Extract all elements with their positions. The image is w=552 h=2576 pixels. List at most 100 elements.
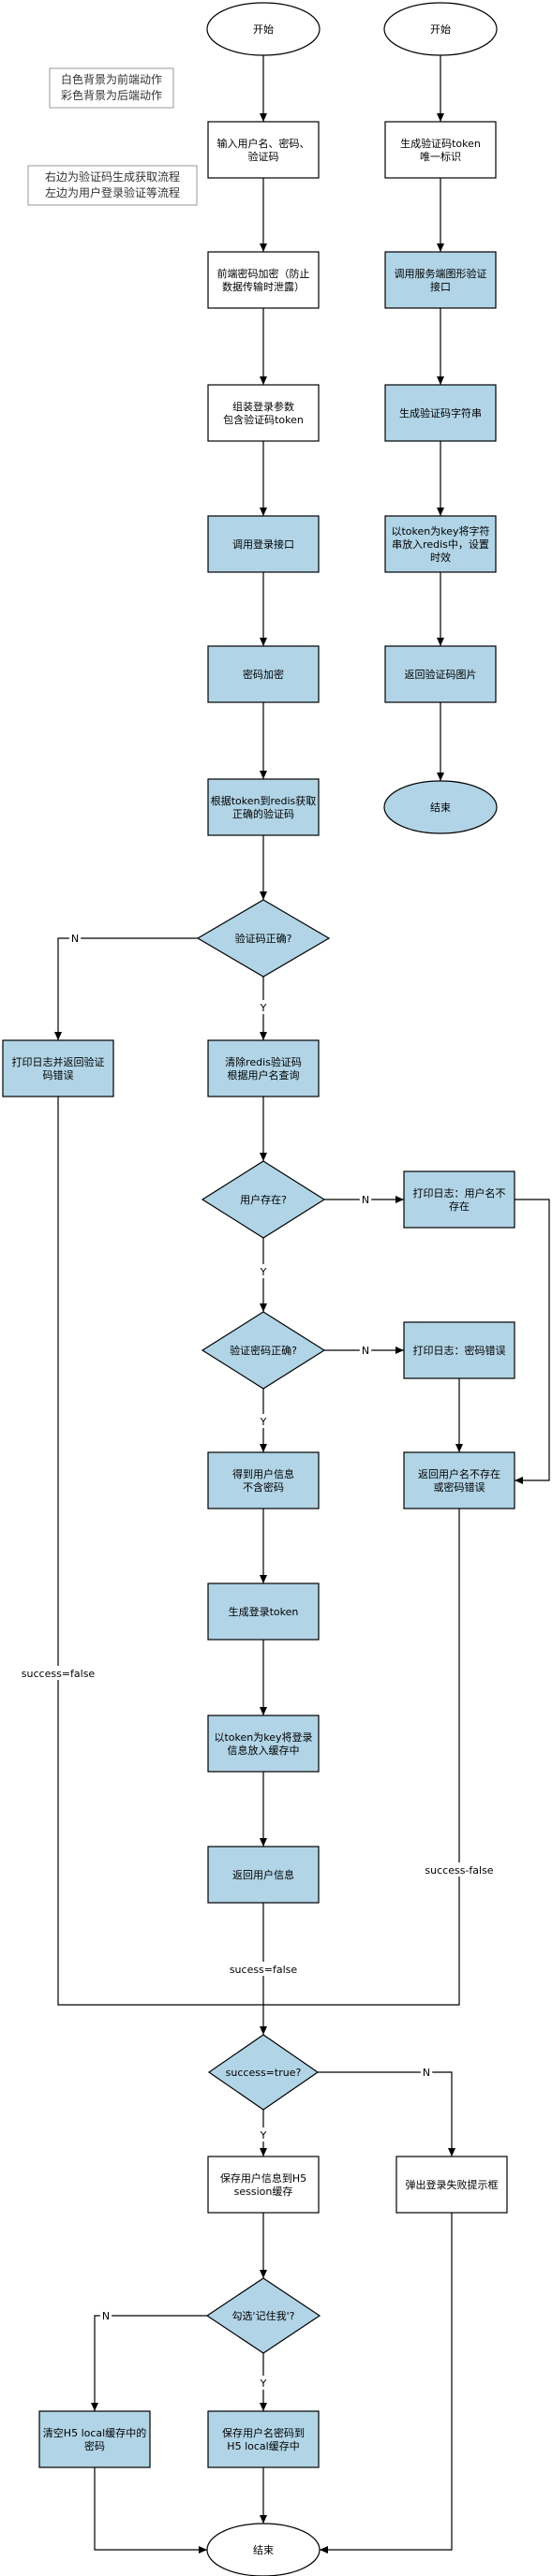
node-success-true: success=true?	[207, 2034, 320, 2111]
node-text-fetch-captcha-redis-1: 正确的验证码	[232, 807, 294, 820]
node-text-clear-local-1: 密码	[84, 2439, 105, 2452]
node-input-credentials: 输入用户名、密码、验证码	[207, 121, 320, 179]
node-text-return-user-error-1: 或密码错误	[434, 1480, 485, 1494]
edge-label-text-success-yes: Y	[260, 2129, 267, 2142]
edge-label-text-success-false-left: success=false	[22, 1668, 96, 1680]
node-text-encrypt-frontend-0: 前端密码加密（防止	[217, 267, 310, 280]
edge-label-text-captcha-yes: Y	[260, 1002, 267, 1014]
edge-label-remember-yes: Y	[257, 2376, 270, 2390]
legend-line-4: 左边为用户登录验证等流程	[45, 185, 180, 199]
legend-line-1: 白色背景为前端动作	[61, 72, 162, 86]
edge-label-text-user-yes: Y	[260, 1266, 267, 1278]
node-text-gen-login-token: 生成登录token	[229, 1605, 299, 1618]
legend-left-right: 右边为验证码生成获取流程 左边为用户登录验证等流程	[27, 165, 198, 206]
node-start-right: 开始	[383, 2, 498, 56]
edge-label-text-success-no: N	[423, 2067, 430, 2079]
edge-label-success-false-left: success=false	[16, 1666, 100, 1680]
node-text-log-user-missing-1: 存在	[449, 1200, 470, 1213]
node-log-user-missing: 打印日志：用户名不存在	[403, 1170, 515, 1229]
node-text-save-local-1: H5 local缓存中	[227, 2439, 299, 2452]
node-password-encrypt: 密码加密	[207, 645, 320, 703]
edge-e14	[54, 937, 198, 1040]
edge-e29	[318, 2071, 455, 2156]
node-text-get-user-info-1: 不含密码	[243, 1480, 284, 1494]
edge-e26	[57, 1097, 263, 2006]
node-end-left: 结束	[206, 2523, 321, 2576]
node-return-captcha-img: 返回验证码图片	[384, 645, 497, 703]
edge-label-text-user-no: N	[362, 1194, 369, 1206]
node-gen-login-token: 生成登录token	[207, 1582, 320, 1641]
edge-e35	[94, 2467, 207, 2554]
node-text-log-captcha-error-1: 码错误	[43, 1068, 74, 1082]
legend-line-2: 彩色背景为后端动作	[61, 89, 162, 102]
node-text-show-login-fail: 弹出登录失败提示框	[406, 2178, 499, 2191]
node-log-password-error: 打印日志：密码错误	[403, 1321, 515, 1379]
node-text-save-session-0: 保存用户信息到H5	[220, 2171, 306, 2185]
node-text-clear-captcha-query-0: 清除redis验证码	[225, 1055, 302, 1068]
edge-label-text-remember-no: N	[102, 2310, 110, 2322]
node-text-log-password-error: 打印日志：密码错误	[413, 1344, 506, 1357]
edge-label-success-yes: Y	[257, 2127, 270, 2142]
edge-label-text-remember-yes: Y	[260, 2377, 267, 2390]
node-text-get-user-info-0: 得到用户信息	[232, 1467, 294, 1480]
node-user-exists: 用户存在?	[201, 1160, 326, 1239]
edge-label-text-password-no: N	[362, 1345, 369, 1357]
node-text-password-encrypt: 密码加密	[243, 668, 284, 681]
edge-label-text-success-false-right: success-false	[425, 1864, 493, 1877]
node-text-store-captcha-redis-1: 串放入redis中，设置	[392, 537, 489, 551]
node-text-save-local-0: 保存用户名密码到	[222, 2426, 305, 2439]
legend-line-3: 右边为验证码生成获取流程	[45, 169, 180, 184]
edge-label-success-false-right: success-false	[417, 1862, 501, 1877]
edge-label-captcha-no: N	[68, 931, 82, 945]
edge-label-user-no: N	[359, 1192, 372, 1206]
edge-e22	[515, 1199, 550, 1484]
node-text-return-user-info: 返回用户信息	[232, 1868, 294, 1881]
node-text-log-captcha-error-0: 打印日志并返回验证	[12, 1055, 105, 1068]
edge-e36	[320, 2213, 453, 2554]
node-text-end-right: 结束	[430, 802, 451, 814]
legend-frontend-backend: 白色背景为前端动作 彩色背景为后端动作	[49, 67, 174, 109]
node-text-store-captcha-redis-0: 以token为key将字符	[391, 524, 489, 537]
node-text-input-credentials-1: 验证码	[248, 150, 279, 163]
node-end-right: 结束	[383, 780, 498, 834]
node-text-store-user-cache-1: 信息放入缓存中	[228, 1744, 300, 1757]
node-text-encrypt-frontend-1: 数据传输时泄露）	[222, 280, 305, 293]
node-text-success-true: success=true?	[226, 2067, 302, 2079]
node-text-store-captcha-redis-2: 时效	[430, 551, 451, 564]
edge-label-password-no: N	[359, 1343, 372, 1357]
node-text-captcha-correct: 验证码正确?	[235, 932, 292, 945]
node-text-clear-local-0: 清空H5 local缓存中的	[43, 2426, 146, 2439]
node-text-gen-captcha-str: 生成验证码字符串	[399, 406, 482, 420]
node-text-user-exists: 用户存在?	[240, 1193, 287, 1206]
node-text-call-captcha-api-1: 接口	[430, 281, 451, 293]
node-password-correct: 验证密码正确?	[201, 1311, 326, 1390]
node-text-assemble-params-1: 包含验证码token	[223, 413, 304, 426]
node-text-clear-captcha-query-1: 根据用户名查询	[228, 1068, 300, 1082]
edge-e32	[91, 2315, 207, 2411]
edge-label-captcha-yes: Y	[257, 1000, 270, 1014]
edge-label-password-yes: Y	[257, 1414, 270, 1428]
node-text-gen-token-1: 唯一标识	[420, 150, 461, 163]
edge-label-success-false-middle: sucess=false	[224, 1962, 303, 1976]
node-text-start-left: 开始	[253, 22, 274, 36]
node-text-call-captcha-api-0: 调用服务端图形验证	[395, 267, 487, 280]
node-text-remember-me: 勾选'记住我'?	[232, 2309, 295, 2322]
node-gen-captcha-str: 生成验证码字符串	[384, 384, 497, 442]
node-start-left: 开始	[206, 2, 321, 56]
edge-label-remember-no: N	[99, 2308, 112, 2322]
edge-label-user-yes: Y	[257, 1264, 270, 1278]
node-text-assemble-params-0: 组装登录参数	[232, 400, 294, 413]
node-remember-me: 勾选'记住我'?	[205, 2277, 321, 2354]
